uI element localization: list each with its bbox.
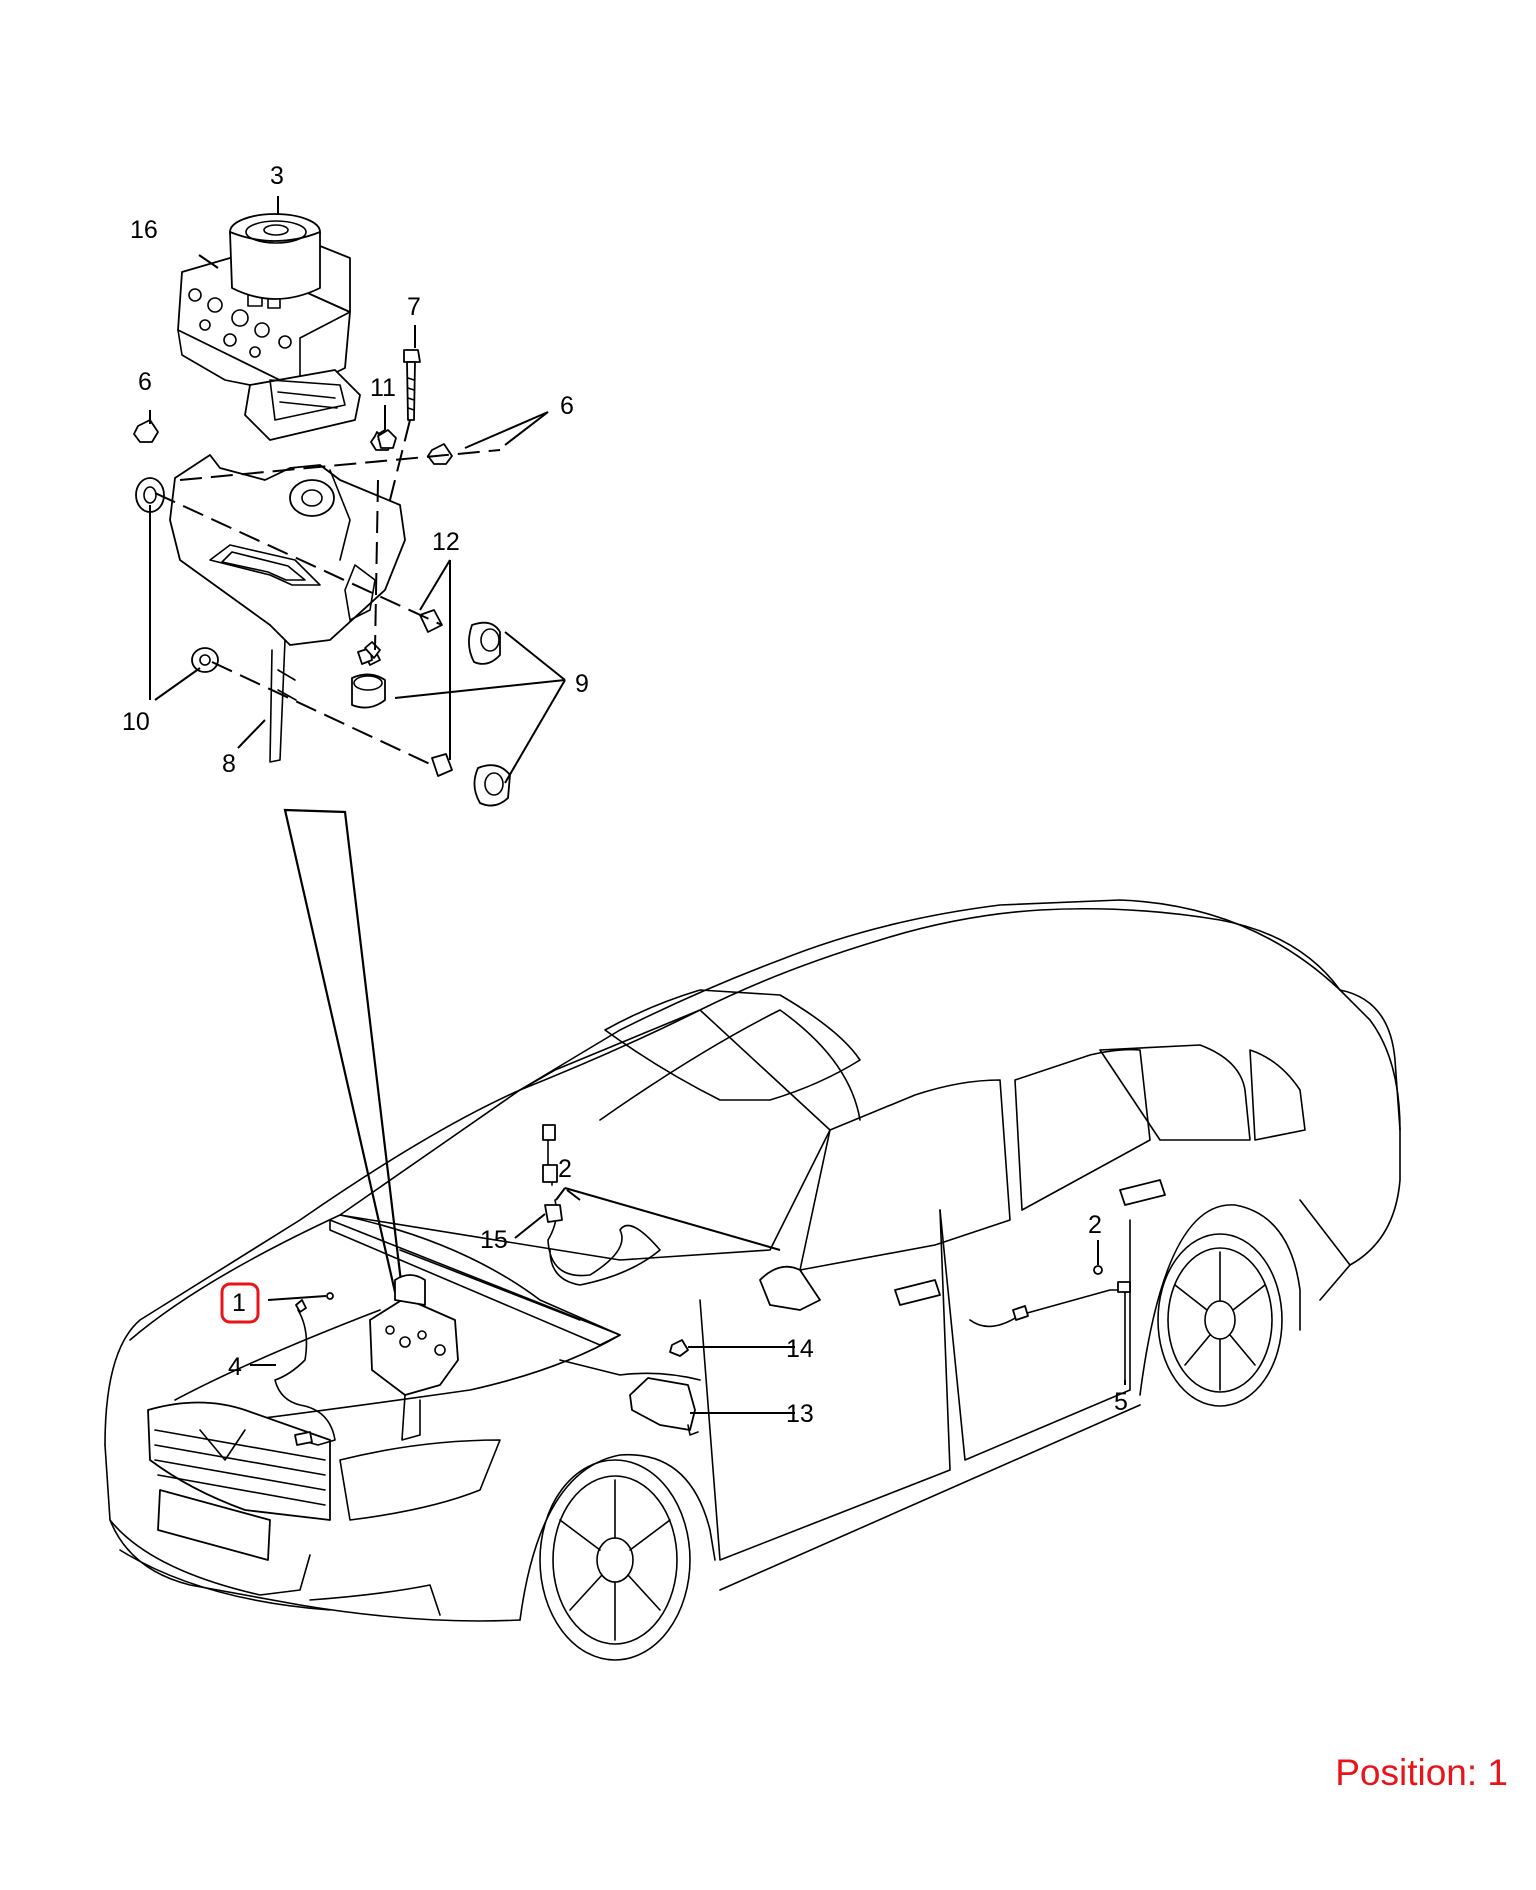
callout-label-2-rear[interactable]: 2 (1088, 1211, 1102, 1239)
callout-wedge (283, 808, 404, 1294)
callout-label-4[interactable]: 4 (228, 1353, 242, 1381)
callout-label-13[interactable]: 13 (786, 1400, 814, 1428)
callout-label-9[interactable]: 9 (575, 670, 589, 698)
callout-label-12[interactable]: 12 (432, 528, 460, 556)
position-indicator: Position: 1 (1335, 1752, 1508, 1793)
callout-label-1[interactable]: 1 (232, 1289, 246, 1317)
car-parts (274, 1124, 1131, 1446)
callout-label-11[interactable]: 11 (370, 374, 396, 402)
callout-label-7[interactable]: 7 (407, 293, 421, 321)
abs-assembly-illustration (133, 213, 511, 807)
selected-position-highlight (220, 1282, 260, 1324)
callout-labels: 1 2 2 3 4 5 6 6 7 8 9 10 11 12 13 14 15 … (122, 162, 1128, 1428)
callout-label-16[interactable]: 16 (130, 216, 158, 244)
leader-lines (149, 196, 1126, 1414)
callout-label-2-upper[interactable]: 2 (558, 1155, 572, 1183)
callout-label-6-left[interactable]: 6 (138, 368, 152, 396)
callout-label-15[interactable]: 15 (480, 1226, 508, 1254)
callout-label-5[interactable]: 5 (1114, 1388, 1128, 1416)
car-illustration (104, 899, 1401, 1661)
callout-label-3[interactable]: 3 (270, 162, 284, 190)
callout-label-10[interactable]: 10 (122, 708, 150, 736)
callout-label-14[interactable]: 14 (786, 1335, 814, 1363)
callout-label-6-right[interactable]: 6 (560, 392, 574, 420)
callout-label-8[interactable]: 8 (222, 750, 236, 778)
